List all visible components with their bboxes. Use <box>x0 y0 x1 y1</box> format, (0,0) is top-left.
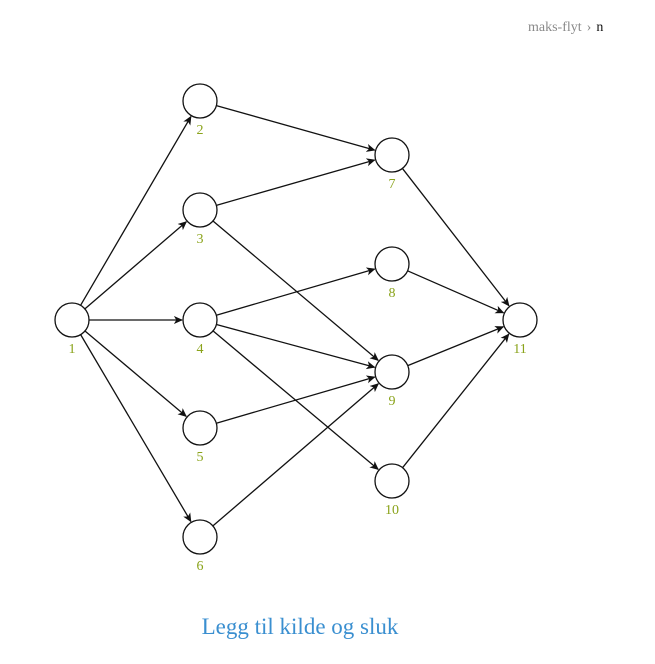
breadcrumb-current: n <box>596 20 604 35</box>
edge-10-11 <box>402 333 510 469</box>
breadcrumb-parent[interactable]: maks-flyt <box>528 20 582 35</box>
node-1 <box>54 302 90 338</box>
node-5 <box>182 410 218 446</box>
node-label-5: 5 <box>197 450 204 465</box>
breadcrumb-separator: › <box>586 20 592 35</box>
edge-1-5 <box>84 330 187 417</box>
node-label-2: 2 <box>197 123 204 138</box>
edge-7-11 <box>401 168 510 307</box>
edge-4-9 <box>216 323 376 370</box>
edge-4-8 <box>216 267 376 316</box>
node-2 <box>182 83 218 119</box>
flow-network-diagram: 1 2 3 4 5 6 7 8 9 10 11 <box>54 83 538 574</box>
edge-3-9 <box>212 220 379 361</box>
node-7 <box>374 137 410 173</box>
breadcrumb: maks-flyt › n <box>528 20 603 36</box>
caption: Legg til kilde og sluk <box>201 614 399 639</box>
node-10 <box>374 463 410 499</box>
edge-2-7 <box>216 104 376 152</box>
edges <box>80 104 510 527</box>
node-label-3: 3 <box>197 232 204 247</box>
node-label-7: 7 <box>389 177 396 192</box>
edge-5-9 <box>216 375 376 424</box>
edge-3-7 <box>216 158 376 206</box>
node-label-4: 4 <box>197 342 204 357</box>
node-4 <box>182 302 218 338</box>
node-8 <box>374 246 410 282</box>
node-6 <box>182 519 218 555</box>
edge-9-11 <box>407 326 505 367</box>
edge-8-11 <box>407 270 505 314</box>
node-9 <box>374 354 410 390</box>
node-label-10: 10 <box>385 503 399 518</box>
nodes: 1 2 3 4 5 6 7 8 9 10 11 <box>54 83 538 574</box>
node-label-6: 6 <box>197 559 204 574</box>
edge-1-2 <box>80 115 192 306</box>
edge-1-6 <box>80 334 192 523</box>
node-11 <box>502 302 538 338</box>
node-label-1: 1 <box>69 342 76 357</box>
node-3 <box>182 192 218 228</box>
node-label-9: 9 <box>389 394 396 409</box>
node-label-11: 11 <box>513 342 526 357</box>
edge-1-3 <box>84 221 188 310</box>
edge-6-9 <box>212 383 380 527</box>
node-label-8: 8 <box>389 286 396 301</box>
